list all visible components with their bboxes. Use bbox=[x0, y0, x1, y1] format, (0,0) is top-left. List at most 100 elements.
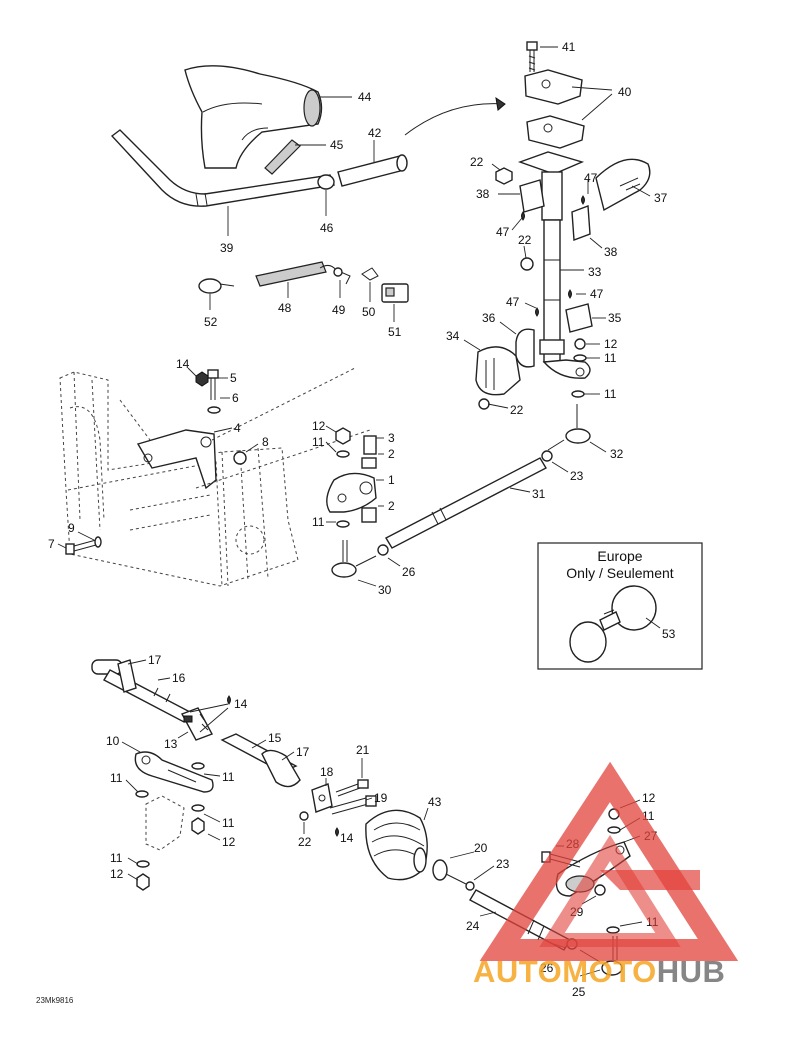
nut-26 bbox=[377, 544, 389, 556]
part-label: 11 bbox=[312, 435, 325, 449]
part-label: 38 bbox=[604, 245, 618, 259]
part-label: 22 bbox=[470, 155, 484, 169]
part-label: 11 bbox=[222, 770, 235, 784]
part-label: 39 bbox=[220, 241, 234, 255]
part-label: 11 bbox=[110, 771, 123, 785]
part-label: 26 bbox=[402, 565, 416, 579]
tie-rod-end-20 bbox=[432, 859, 467, 885]
column-33 bbox=[539, 171, 565, 363]
inset-europe-box bbox=[537, 542, 703, 670]
nut-23-lower bbox=[465, 881, 475, 891]
washer-9 bbox=[94, 536, 102, 548]
nut-22-top bbox=[495, 167, 513, 185]
part-label: 34 bbox=[446, 329, 460, 343]
dash-line-4 bbox=[211, 367, 356, 441]
part-label: 15 bbox=[268, 731, 282, 745]
washer-6 bbox=[207, 406, 221, 414]
tie-rod-31 bbox=[385, 457, 547, 549]
bushing-36 bbox=[515, 328, 535, 368]
bolt-41 bbox=[526, 41, 538, 72]
part-label: 12 bbox=[110, 867, 124, 881]
part-label: 35 bbox=[608, 311, 622, 325]
sleeve-3 bbox=[363, 435, 377, 455]
bushing-2 bbox=[361, 457, 377, 523]
part-label: 47 bbox=[584, 171, 598, 185]
part-label: 1 bbox=[388, 473, 395, 487]
part-label: 36 bbox=[482, 311, 496, 325]
washers-column bbox=[571, 338, 587, 398]
part-label: 4 bbox=[234, 421, 241, 435]
part-label: 2 bbox=[388, 499, 395, 513]
u-bolt-37 bbox=[595, 158, 651, 212]
washers-10 bbox=[135, 762, 205, 891]
grip-45 bbox=[264, 139, 301, 175]
document-code: 23Mk9816 bbox=[36, 996, 74, 1005]
bushing-46 bbox=[317, 174, 335, 190]
part-label: 8 bbox=[262, 435, 269, 449]
plate bbox=[517, 151, 585, 175]
part-label: 14 bbox=[176, 357, 190, 371]
part-label: 30 bbox=[378, 583, 392, 597]
joint-13 bbox=[181, 707, 213, 741]
watermark-bar bbox=[600, 870, 700, 890]
part-label: 17 bbox=[296, 745, 310, 759]
pitman-arm-10 bbox=[134, 751, 214, 793]
bolt-5 bbox=[207, 369, 219, 400]
part-label: 48 bbox=[278, 301, 292, 315]
drops-47 bbox=[521, 195, 585, 317]
boot-43 bbox=[365, 809, 428, 881]
nut-8 bbox=[233, 451, 247, 465]
part-label: 11 bbox=[222, 816, 235, 830]
part-label: 24 bbox=[466, 919, 480, 933]
watermark-inner-triangle bbox=[539, 834, 681, 947]
part-label: 5 bbox=[230, 371, 237, 385]
watermark-outer-triangle bbox=[479, 761, 739, 961]
tie-rod-end-32 bbox=[547, 404, 591, 451]
inset-title-line2: Only / Seulement bbox=[566, 565, 674, 581]
bushing-38-left bbox=[519, 179, 545, 213]
nut-29 bbox=[594, 884, 606, 896]
nut-22-mid bbox=[520, 257, 534, 271]
part-label: 17 bbox=[148, 653, 162, 667]
part-label: 2 bbox=[388, 447, 395, 461]
part-label: 11 bbox=[604, 387, 617, 401]
bracket-34 bbox=[475, 346, 521, 396]
part-label: 50 bbox=[362, 305, 376, 319]
watermark-moto: MOTO bbox=[562, 954, 657, 989]
bushing-38-right bbox=[571, 205, 591, 241]
part-label: 18 bbox=[320, 765, 334, 779]
part-label: 9 bbox=[68, 521, 75, 535]
part-label: 40 bbox=[618, 85, 632, 99]
part-label: 14 bbox=[234, 697, 248, 711]
nut-22-lower bbox=[299, 811, 309, 821]
part-label: 32 bbox=[610, 447, 624, 461]
watermark-hub: HUB bbox=[656, 954, 726, 989]
chassis-frame bbox=[59, 371, 299, 587]
bolt-21 bbox=[335, 779, 369, 797]
bracket-4 bbox=[136, 429, 217, 490]
grip-42 bbox=[337, 154, 408, 187]
arrow-connector bbox=[404, 103, 506, 136]
bolt-19 bbox=[329, 795, 377, 815]
part-label: 10 bbox=[106, 734, 120, 748]
part-label: 44 bbox=[358, 90, 372, 104]
part-label: 46 bbox=[320, 221, 334, 235]
part-label: 11 bbox=[604, 351, 617, 365]
inset-title: Europe Only / Seulement bbox=[538, 548, 702, 582]
drops-14 bbox=[227, 695, 339, 837]
part-label: 49 bbox=[332, 303, 346, 317]
watermark-auto: AUTO bbox=[473, 954, 563, 989]
part-label: 47 bbox=[496, 225, 510, 239]
arm-32-base bbox=[542, 359, 591, 379]
bushing-35 bbox=[565, 303, 593, 333]
part-label: 12 bbox=[604, 337, 618, 351]
part-label: 52 bbox=[204, 315, 218, 329]
part-label: 23 bbox=[496, 857, 510, 871]
part-label: 11 bbox=[312, 515, 325, 529]
arm-1 bbox=[326, 472, 377, 513]
part-label: 3 bbox=[388, 431, 395, 445]
nut-22-bottom bbox=[478, 398, 490, 410]
clip-52 bbox=[198, 278, 235, 294]
part-label: 51 bbox=[388, 325, 402, 339]
